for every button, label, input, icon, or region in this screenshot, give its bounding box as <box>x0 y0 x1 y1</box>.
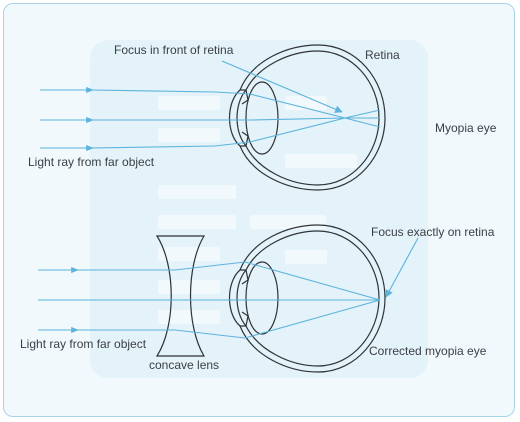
focus-on-retina-label: Focus exactly on retina <box>371 225 495 239</box>
placeholder-bar <box>158 247 220 261</box>
focus-front-label: Focus in front of retina <box>114 43 234 57</box>
corrected-eye-lens <box>245 261 279 335</box>
placeholder-bar <box>158 96 220 110</box>
corrected-eyeball <box>229 224 386 373</box>
placeholder-bar <box>158 215 236 229</box>
placeholder-bar <box>158 280 220 294</box>
myopia-lens <box>245 81 279 155</box>
placeholder-bar <box>285 250 327 264</box>
placeholder-bar <box>285 154 357 168</box>
retina-label: Retina <box>365 48 400 62</box>
concave-lens <box>155 235 206 357</box>
corrected-eye-group <box>38 224 419 373</box>
ray-label-bottom: Light ray from far object <box>20 337 147 351</box>
corrected-rays <box>38 237 419 339</box>
placeholder-bar <box>285 96 327 110</box>
ray-label-top: Light ray from far object <box>28 155 155 169</box>
focus-on-retina-arrow <box>385 237 419 298</box>
focus-pointer-arrow <box>221 60 343 113</box>
myopia-rays <box>40 60 381 152</box>
placeholder-bar <box>158 310 220 324</box>
corrected-eye-label: Corrected myopia eye <box>369 344 487 358</box>
placeholder-bar <box>158 128 220 142</box>
myopia-eye-group <box>40 44 386 191</box>
concave-lens-label: concave lens <box>149 358 220 372</box>
myopia-eye-label: Myopia eye <box>435 121 497 135</box>
placeholder-bar <box>158 185 236 199</box>
